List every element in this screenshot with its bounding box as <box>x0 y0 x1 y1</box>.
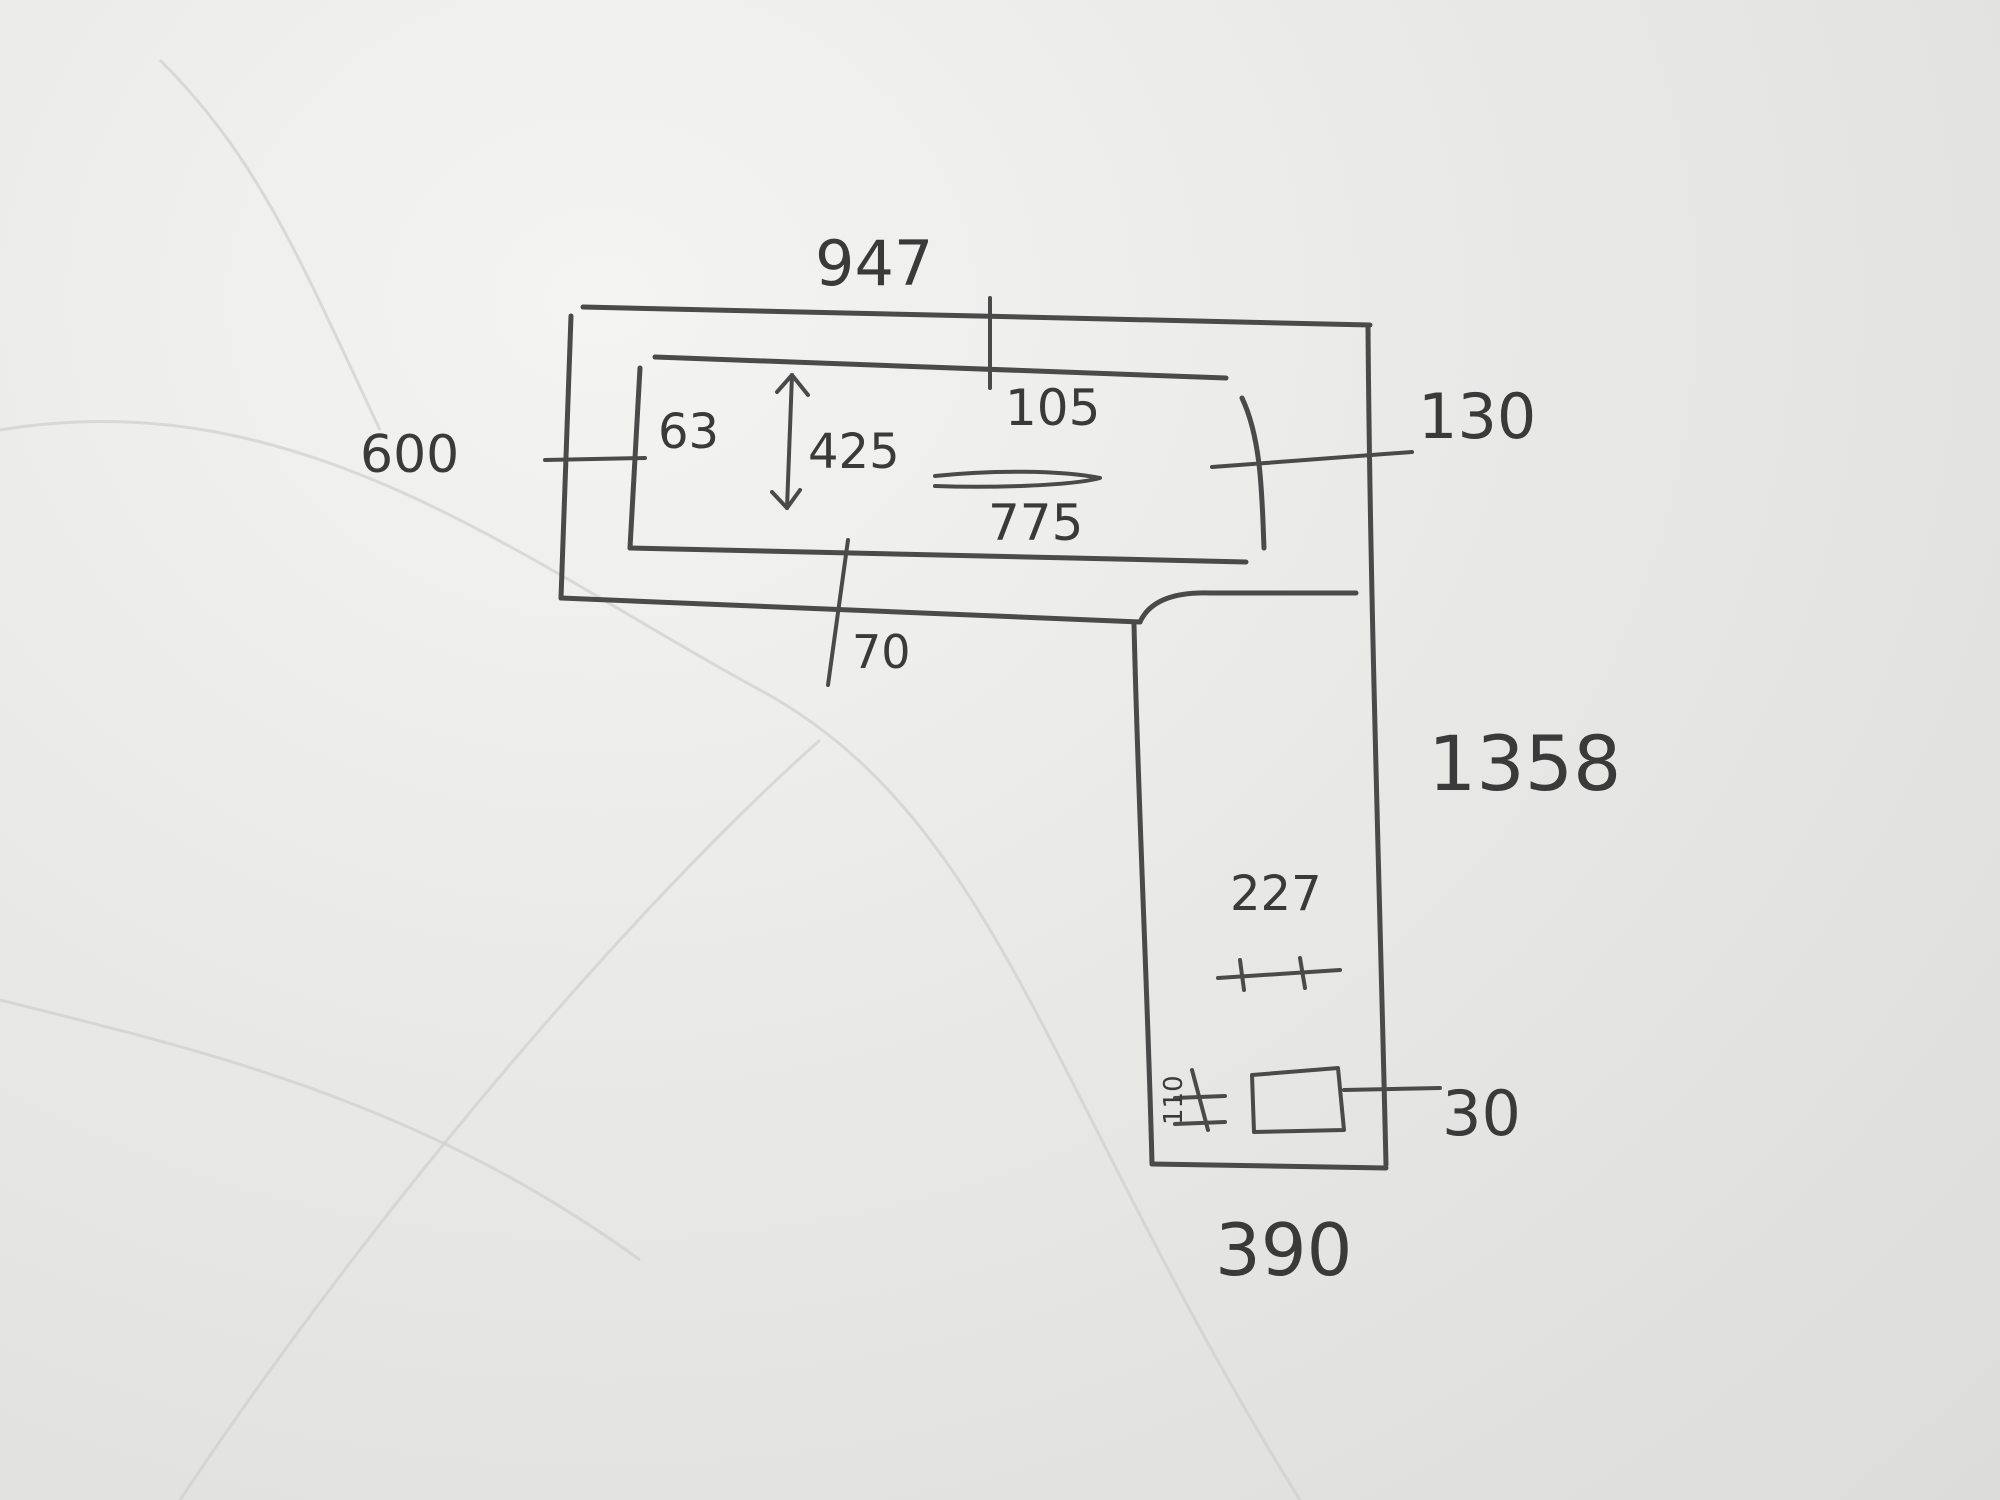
label-leg-length: 1358 <box>1428 719 1621 808</box>
leg-box <box>1250 1066 1346 1134</box>
label-inner-top-margin: 105 <box>1005 379 1100 437</box>
label-box-small: 110 <box>1159 1075 1189 1125</box>
dimension-lines <box>543 296 1442 1134</box>
label-box-offset: 30 <box>1442 1077 1521 1150</box>
label-top-width: 947 <box>815 227 933 300</box>
cutout-top-edge <box>652 354 1229 381</box>
label-right-margin: 130 <box>1418 380 1536 453</box>
outer-top-edge <box>580 304 1373 328</box>
label-left-depth: 600 <box>360 425 459 485</box>
leg-bottom-edge <box>1149 1161 1389 1171</box>
label-bottom-margin: 70 <box>852 625 911 679</box>
outer-bottom-edge <box>558 595 1143 625</box>
outer-left-edge <box>558 313 574 601</box>
cutout-left-edge <box>627 365 643 551</box>
inner-cutout <box>627 354 1267 565</box>
outer-right-edge <box>1365 322 1389 1168</box>
label-inner-left-margin: 63 <box>658 404 719 460</box>
cutout-right-edge <box>1239 395 1267 551</box>
label-opening-width: 775 <box>988 494 1083 552</box>
paper-creases <box>0 58 1302 1500</box>
dimension-labels: 947 105 600 63 425 775 130 70 1358 227 1… <box>360 227 1621 1292</box>
inner-corner-curve <box>1137 590 1359 625</box>
label-leg-mark: 227 <box>1230 866 1322 922</box>
label-leg-width: 390 <box>1215 1208 1352 1292</box>
cutout-bottom-edge <box>627 545 1249 565</box>
outer-outline <box>558 304 1389 1171</box>
leg-left-edge <box>1131 621 1155 1167</box>
label-opening-height: 425 <box>808 424 900 480</box>
